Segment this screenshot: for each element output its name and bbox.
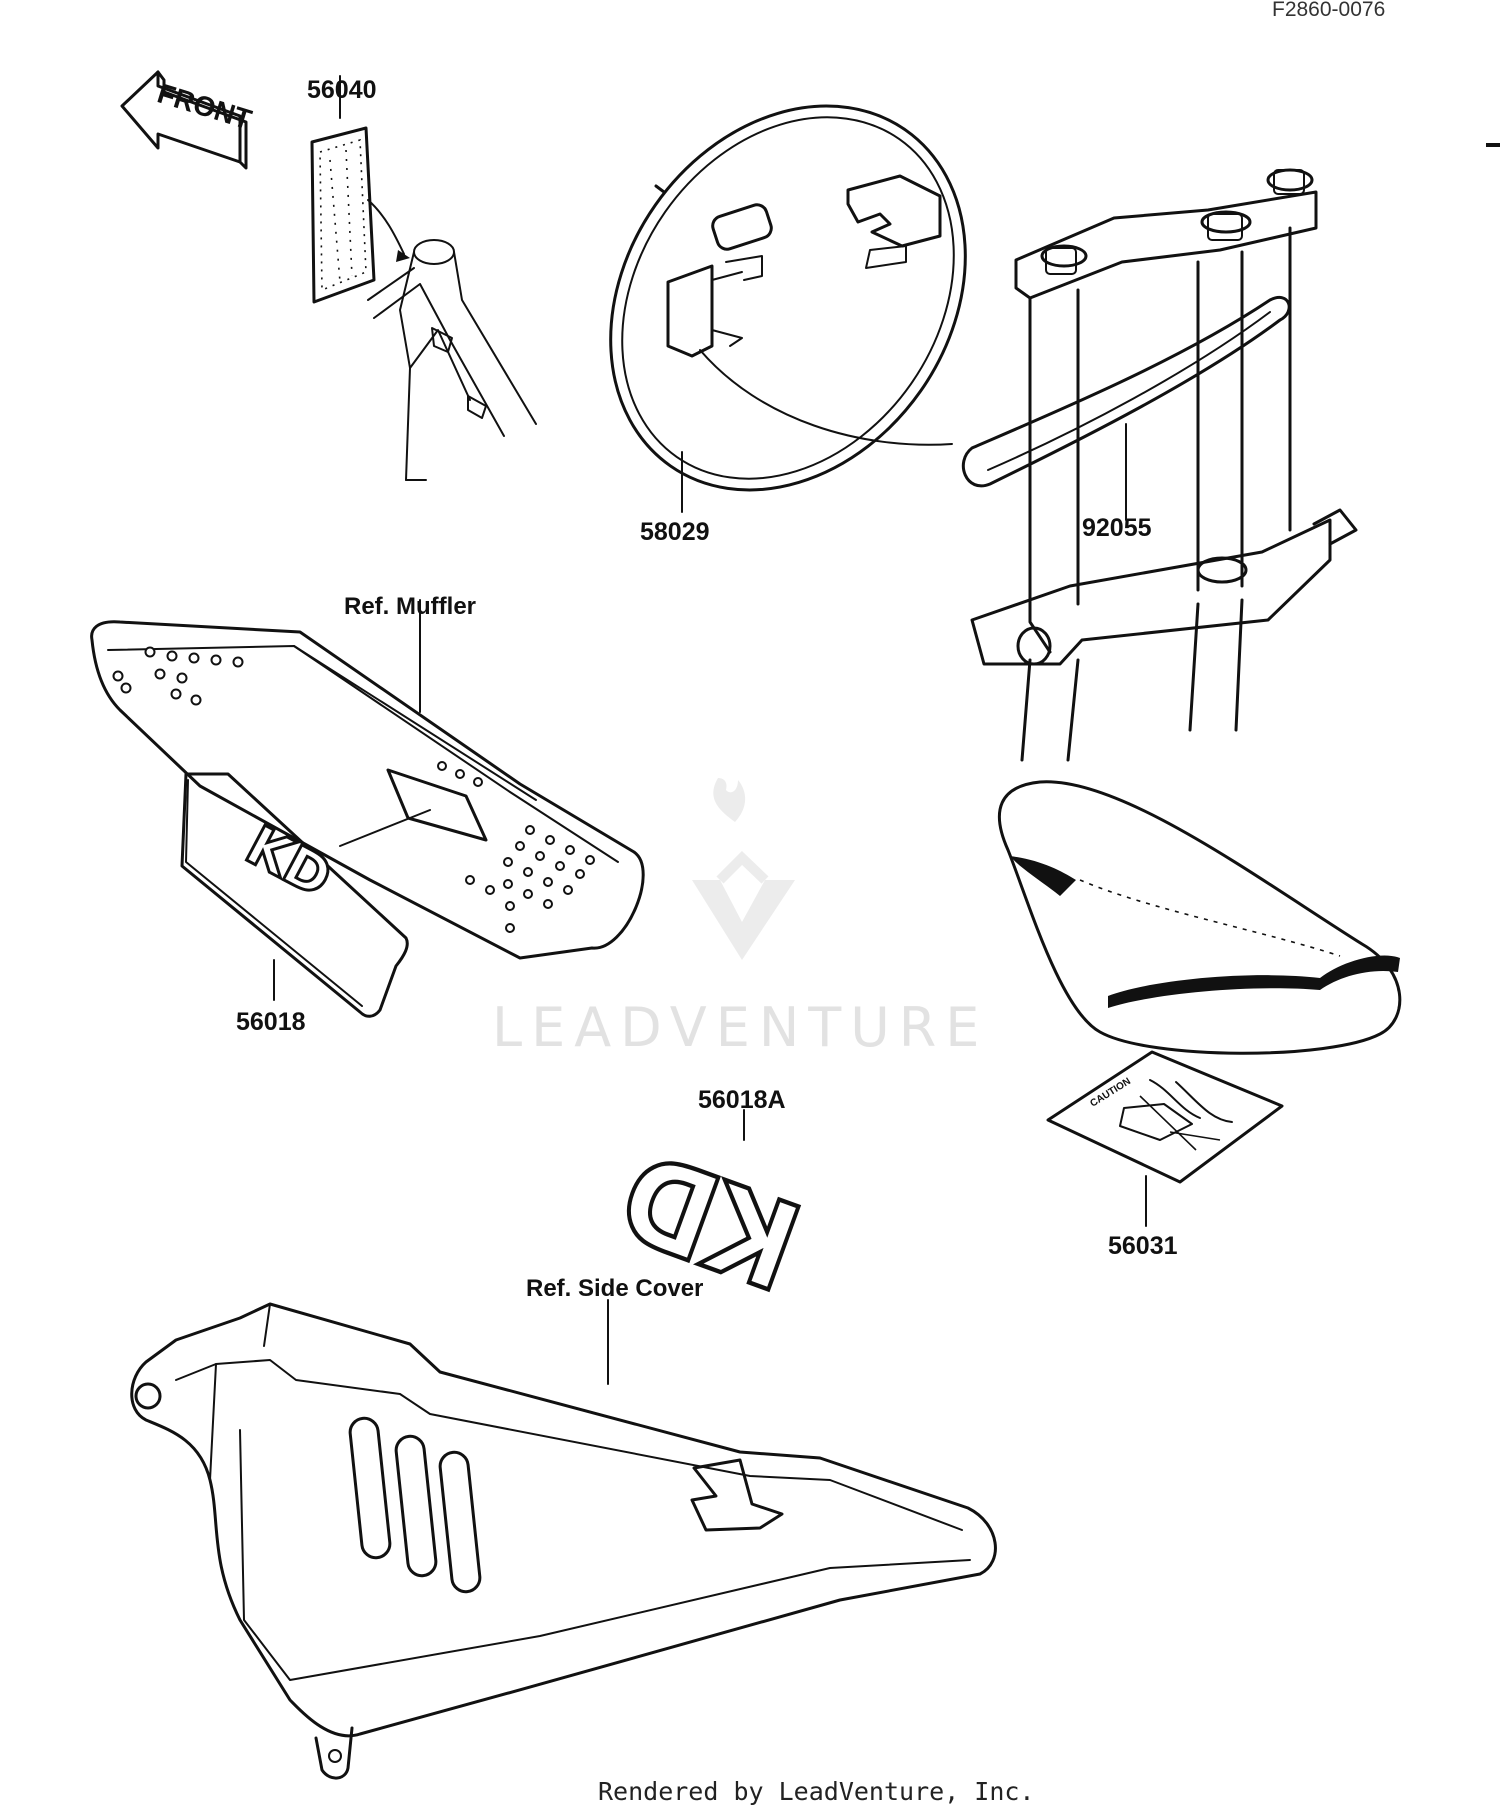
side-cover-drawing bbox=[130, 1299, 997, 1780]
leadventure-watermark: LEADVENTURE bbox=[492, 778, 988, 1059]
front-direction-arrow: FRONT bbox=[120, 70, 255, 170]
diagram-code: F2860-0076 bbox=[1272, 0, 1385, 21]
number-plate-58029-drawing bbox=[609, 104, 967, 513]
muffler-guard-drawing bbox=[90, 599, 645, 960]
caution-text: CAUTION bbox=[1088, 1076, 1132, 1109]
part-number-56040: 56040 bbox=[307, 76, 377, 104]
part-number-56018A: 56018A bbox=[698, 1086, 786, 1114]
part-number-92055: 92055 bbox=[1082, 514, 1152, 542]
footer-credit: Rendered by LeadVenture, Inc. bbox=[598, 1777, 1035, 1806]
caution-label-56031-drawing: CAUTION bbox=[1046, 1050, 1284, 1227]
ref-side-cover-label: Ref. Side Cover bbox=[526, 1275, 703, 1302]
edge-mark bbox=[1486, 143, 1500, 147]
watermark-text: LEADVENTURE bbox=[492, 996, 988, 1059]
part-number-56018: 56018 bbox=[236, 1008, 306, 1036]
seat-drawing bbox=[998, 780, 1402, 1055]
part-number-56031: 56031 bbox=[1108, 1232, 1178, 1260]
ref-muffler-label: Ref. Muffler bbox=[344, 593, 476, 620]
part-number-58029: 58029 bbox=[640, 518, 710, 546]
kd-text: KD bbox=[236, 813, 342, 909]
decal-56018-drawing: KD bbox=[180, 772, 409, 1018]
front-label: FRONT bbox=[154, 77, 255, 135]
fork-band-92055-drawing bbox=[961, 168, 1358, 762]
decal-56040-drawing bbox=[310, 75, 537, 481]
